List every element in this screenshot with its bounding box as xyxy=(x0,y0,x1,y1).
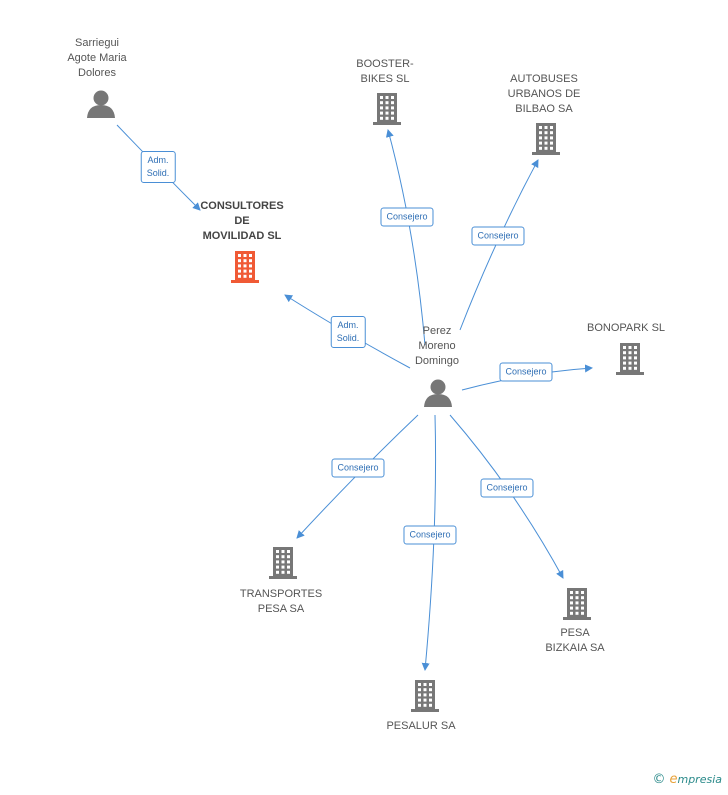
building-icon-bonopark[interactable] xyxy=(616,343,644,375)
edge-label-perez-pesabizkaia: Consejero xyxy=(480,478,534,498)
node-label-consultores[interactable]: CONSULTORES DE MOVILIDAD SL xyxy=(200,200,284,242)
person-icon-perez[interactable] xyxy=(424,379,452,408)
copyright-symbol: © xyxy=(652,772,666,787)
edge-label-perez-transportes: Consejero xyxy=(331,458,385,478)
node-label-pesabizkaia[interactable]: PESA BIZKAIA SA xyxy=(545,627,605,654)
edge-label-perez-booster: Consejero xyxy=(380,207,434,227)
building-icon-transportes[interactable] xyxy=(269,547,297,579)
edge-perez-booster xyxy=(385,129,426,346)
node-label-booster[interactable]: BOOSTER- BIKES SL xyxy=(356,58,414,85)
building-icon-booster[interactable] xyxy=(373,93,401,125)
person-icon-sarriegui[interactable] xyxy=(87,90,115,119)
edge-label-perez-bonopark: Consejero xyxy=(499,362,553,382)
building-icon-autobuses[interactable] xyxy=(532,123,560,155)
edge-label-perez-pesalur: Consejero xyxy=(403,525,457,545)
node-label-bonopark[interactable]: BONOPARK SL xyxy=(586,322,666,334)
edge-label-sarriegui-consultores: Adm. Solid. xyxy=(140,151,176,183)
node-label-autobuses[interactable]: AUTOBUSES URBANOS DE BILBAO SA xyxy=(507,73,581,115)
brand-initial: e xyxy=(669,772,678,787)
node-label-perez[interactable]: Perez Moreno Domingo xyxy=(414,325,460,367)
node-label-sarriegui[interactable]: Sarriegui Agote Maria Dolores xyxy=(67,37,127,79)
node-label-pesalur[interactable]: PESALUR SA xyxy=(386,720,456,732)
edge-label-perez-autobuses: Consejero xyxy=(471,226,525,246)
building-icon-pesalur[interactable] xyxy=(411,680,439,712)
node-label-transportes[interactable]: TRANSPORTES PESA SA xyxy=(239,588,323,615)
building-icon-consultores[interactable] xyxy=(231,251,259,283)
brand-name-rest: mpresia xyxy=(677,773,722,786)
empresia-logo: ©empresia xyxy=(652,772,722,787)
building-icon-pesabizkaia[interactable] xyxy=(563,588,591,620)
edge-label-perez-consultores: Adm. Solid. xyxy=(330,316,366,348)
